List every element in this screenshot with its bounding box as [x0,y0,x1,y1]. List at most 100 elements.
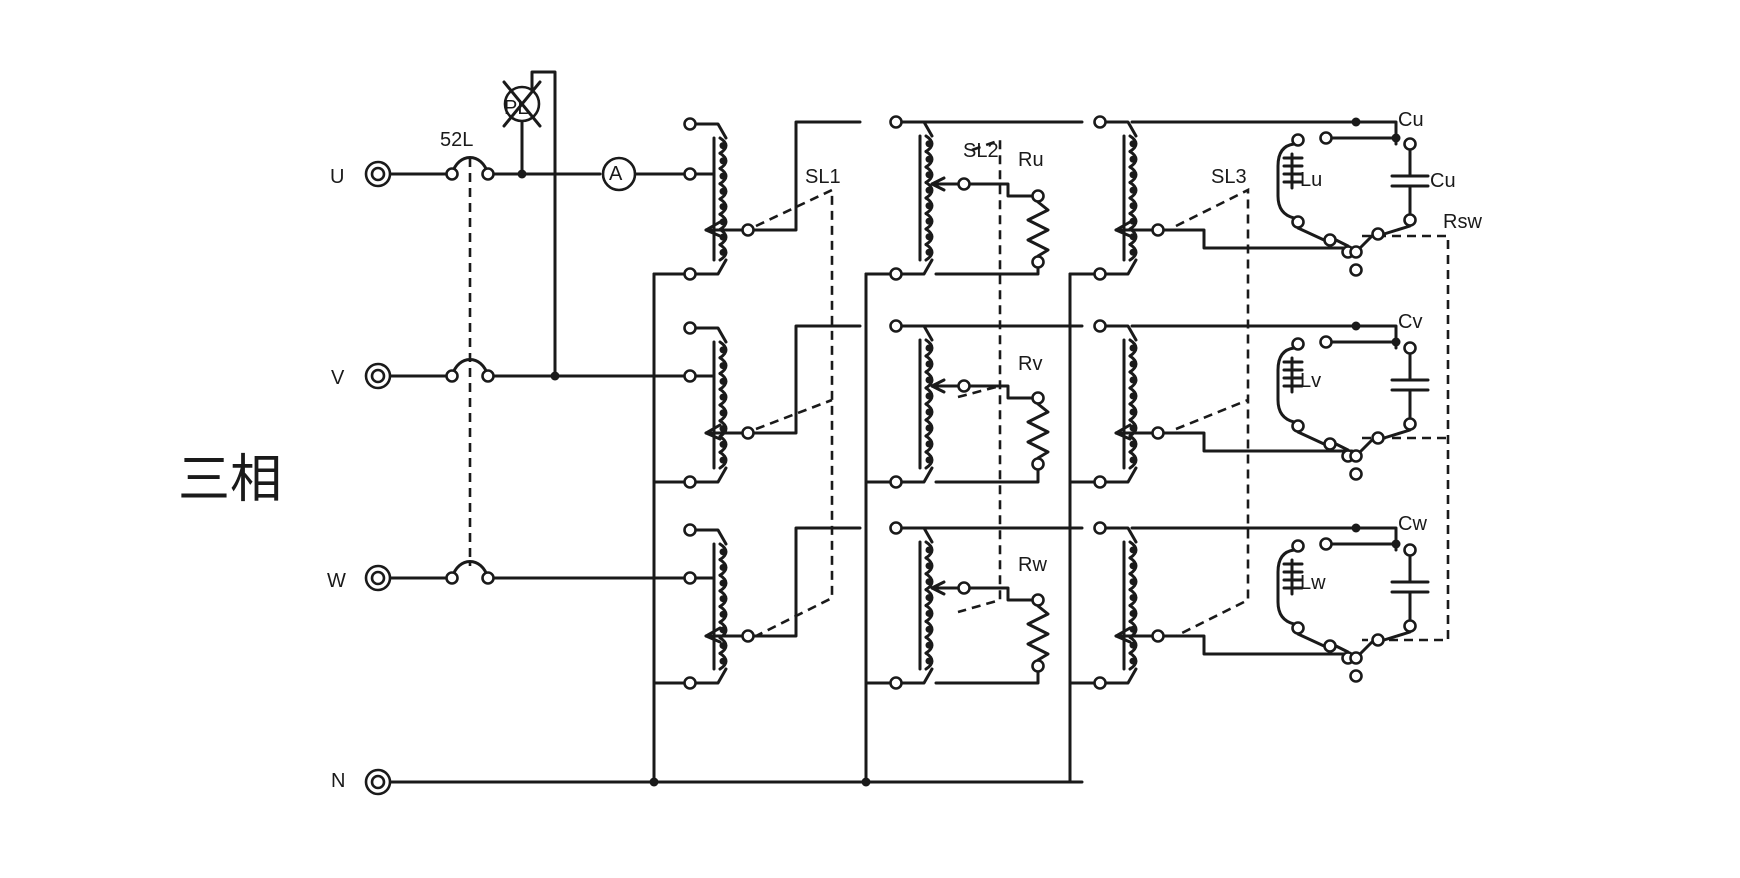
pilot-lamp-label: PL [504,97,528,119]
slidac-2-winding-mark [925,578,933,586]
slidac-3-bottom-terminal [1093,475,1107,489]
slidac-1-wiper-arrow [704,626,722,644]
slidac-2-winding-mark [925,140,933,148]
slidac-1-top-terminal [683,321,697,335]
slidac-2-wiper-terminal [957,581,971,595]
ammeter-label: A [609,163,623,185]
slidac-1-winding-mark [719,218,727,226]
pilot-lamp-ray [502,80,542,128]
slidac-2-winding-mark [925,186,933,194]
mechanical-links [468,138,1450,642]
wire [900,466,934,484]
resistor-label-v: Rv [1018,353,1042,375]
slidac-3-bottom-terminal [1093,267,1107,281]
slidac-2-winding-mark [925,408,933,416]
breaker-terminal [481,571,495,585]
slidac-1-winding-mark [719,187,727,195]
resistor-label-w: Rw [1018,554,1047,576]
wire [1296,226,1326,242]
wire [694,667,728,685]
slidac-2-winding-mark [925,392,933,400]
lc-terminal [1319,537,1333,551]
slidac-1-winding-mark [719,393,727,401]
wire [694,258,728,276]
slidac-2-gang-link [957,384,1001,399]
slidac-2-winding-mark [925,233,933,241]
capacitor-terminal [1403,137,1417,151]
capacitor-label-u: Cu [1398,109,1424,131]
slidac-1-winding-mark [719,157,727,165]
wire [1382,630,1412,642]
resistor-zigzag [1026,604,1050,662]
slidac-1-winding-mark [719,377,727,385]
slidac-1-wiper-arrow [704,423,722,441]
slidac-3-wiper-arrow [1114,423,1132,441]
slidac-1-winding-mark [719,203,727,211]
capacitor-side-label: Cu [1430,170,1456,192]
slidac-label-3: SL3 [1211,166,1247,188]
slidac-1-winding-mark [719,456,727,464]
slidac-2-gang-link [957,138,1002,614]
wire [968,182,1034,198]
slidac-3-top-terminal [1093,521,1107,535]
slidac-3-winding-mark [1129,360,1137,368]
slidac-3-gang-link [1175,187,1250,638]
slidac-1-winding-mark [719,409,727,417]
wire [694,326,728,344]
wiring [388,70,1412,784]
switch-terminal [1371,633,1385,647]
slidac-3-winding-mark [1129,609,1137,617]
wire [694,122,728,140]
wire [752,526,862,638]
components [364,80,1430,796]
wire [900,258,934,276]
slidac-2-winding-mark [925,609,933,617]
slidac-2-top-terminal [889,319,903,333]
slidac-3-winding-mark [1129,440,1137,448]
slidac-1-bottom-terminal [683,676,697,690]
wire [1296,430,1326,446]
junction-dot [1391,539,1401,549]
lc-terminal [1323,233,1337,247]
slidac-3-winding-mark [1129,186,1137,194]
slidac-1-wiper-arrow [704,220,722,238]
wire [1162,634,1354,656]
slidac-1-bottom-terminal [683,475,697,489]
lc-terminal [1291,133,1305,147]
slidac-2-winding-mark [925,657,933,665]
slidac-2-wiper-terminal [957,177,971,191]
wire [1162,228,1354,250]
capacitor-terminal [1403,213,1417,227]
slidac-2-winding-mark [925,424,933,432]
resistor-terminal [1031,255,1045,269]
slidac-1-input-terminal [683,571,697,585]
switch-terminal [1349,651,1363,665]
slidac-1-input-terminal [683,369,697,383]
junction-dot [1351,117,1361,127]
lc-terminal [1323,639,1337,653]
terminal-label-n: N [331,770,345,792]
wire [900,526,934,544]
wire [1104,120,1138,138]
input-terminal-inner [370,774,386,790]
capacitor-terminal [1403,417,1417,431]
slidac-3-wiper-terminal [1151,223,1165,237]
input-terminal-inner [370,166,386,182]
slidac-2-bottom-terminal [889,267,903,281]
input-terminal-inner [370,570,386,586]
slidac-3-winding-mark [1129,641,1137,649]
lc-terminal [1291,419,1305,433]
slidac-3-gang-link [1175,398,1249,431]
slidac-2-wiper-arrow [930,378,946,394]
slidac-3-winding-mark [1129,217,1137,225]
slidac-1-top-terminal [683,117,697,131]
slidac-3-top-terminal [1093,319,1107,333]
slidac-1-winding-mark [719,595,727,603]
slidac-2-winding-mark [925,456,933,464]
wire [694,466,728,484]
wire [1296,632,1326,648]
slidac-3-wiper-arrow [1114,626,1132,644]
switch-label: Rsw [1443,211,1482,233]
slidac-1-winding-mark [719,563,727,571]
slidac-1-winding-mark [719,579,727,587]
